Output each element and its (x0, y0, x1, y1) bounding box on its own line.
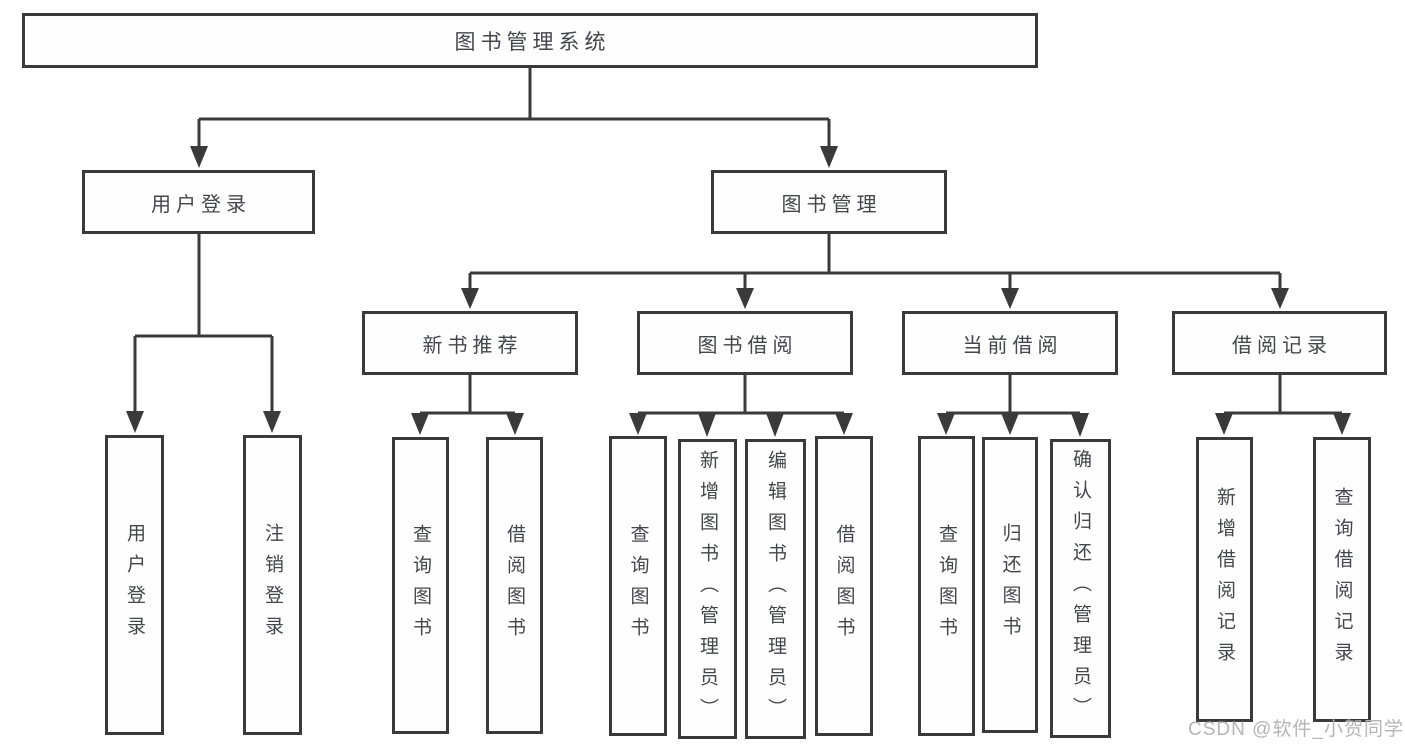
connector-root (199, 68, 829, 121)
node-root-system: 图书管理系统 (22, 13, 1038, 68)
connector-book-mgmt (468, 233, 1282, 289)
leaf-label: 注销登录 (262, 523, 283, 647)
arrowhead (698, 413, 716, 437)
arrowhead (190, 146, 208, 168)
leaf-label: 归还图书 (999, 523, 1021, 647)
leaf-query-books-rec: 查询图书 (392, 437, 449, 734)
arrowhead (263, 411, 281, 433)
leaf-label: 借阅图书 (833, 524, 855, 648)
leaf-add-books-admin: 新增图书（管理员） (678, 439, 737, 739)
node-label: 借阅记录 (1232, 334, 1332, 357)
arrowhead (1215, 413, 1233, 435)
connector-book-borrow (638, 374, 844, 415)
arrowhead (126, 411, 144, 433)
leaf-query-borrow-record: 查询借阅记录 (1313, 437, 1371, 722)
connector-level2-shafts (197, 119, 831, 147)
leaf-confirm-return-admin: 确认归还（管理员） (1050, 439, 1111, 738)
leaf-label: 查询借阅记录 (1331, 486, 1353, 673)
node-book-borrowing: 图书借阅 (637, 311, 853, 375)
leaf-label: 用户登录 (124, 523, 145, 647)
arrowhead (506, 413, 524, 435)
leaf-label: 编辑图书（管理员） (765, 449, 786, 729)
connector-borrow-records (1224, 374, 1342, 415)
node-borrowing-records: 借阅记录 (1172, 311, 1387, 375)
leaf-label: 新增借阅记录 (1214, 486, 1235, 673)
node-label: 新书推荐 (422, 334, 523, 357)
node-current-borrowing: 当前借阅 (902, 311, 1118, 375)
leaf-label: 查询图书 (410, 523, 431, 648)
arrowhead (1001, 288, 1019, 309)
leaf-label: 查询图书 (936, 524, 957, 648)
leaf-label: 借阅图书 (504, 523, 525, 648)
leaf-label: 新增图书（管理员） (697, 449, 718, 729)
node-label: 图书管理 (781, 193, 882, 216)
arrowhead (736, 288, 754, 309)
leaf-label: 确认归还（管理员） (1070, 449, 1091, 728)
csdn-watermark: CSDN @软件_小贺同学 (1188, 719, 1404, 740)
leaf-return-books: 归还图书 (982, 437, 1038, 733)
connector-new-book-rec (420, 374, 515, 415)
node-root-label: 图书管理系统 (454, 30, 611, 54)
arrowheads (126, 146, 1351, 437)
arrowhead (937, 413, 955, 435)
arrowhead (461, 288, 479, 309)
arrowhead (629, 413, 647, 435)
arrowhead (835, 413, 853, 435)
leaf-label: 查询图书 (627, 524, 649, 648)
leaf-add-borrow-record: 新增借阅记录 (1196, 437, 1253, 722)
node-new-book-recommendation: 新书推荐 (362, 311, 578, 375)
leaf-borrow-books: 借阅图书 (815, 436, 873, 736)
connector-user-login (133, 233, 274, 412)
leaf-user-login: 用户登录 (105, 435, 164, 735)
arrowhead (1001, 413, 1019, 435)
node-label: 当前借阅 (962, 334, 1063, 357)
arrowhead (1271, 288, 1289, 309)
node-book-management-branch: 图书管理 (711, 170, 947, 234)
leaf-query-books-borrow: 查询图书 (609, 436, 667, 736)
leaf-edit-books-admin: 编辑图书（管理员） (745, 439, 806, 739)
arrowhead (766, 413, 784, 437)
connector-current-borrow (946, 374, 1080, 415)
arrowhead (820, 146, 838, 168)
node-label: 图书借阅 (697, 334, 798, 357)
arrowhead (411, 413, 429, 435)
node-user-login-branch: 用户登录 (82, 170, 315, 234)
leaf-query-books-current: 查询图书 (918, 436, 975, 736)
node-label: 用户登录 (151, 193, 251, 216)
leaf-logout: 注销登录 (243, 435, 302, 735)
leaf-borrow-books-rec: 借阅图书 (486, 437, 543, 734)
arrowhead (1333, 413, 1351, 435)
arrowhead (1071, 413, 1089, 437)
